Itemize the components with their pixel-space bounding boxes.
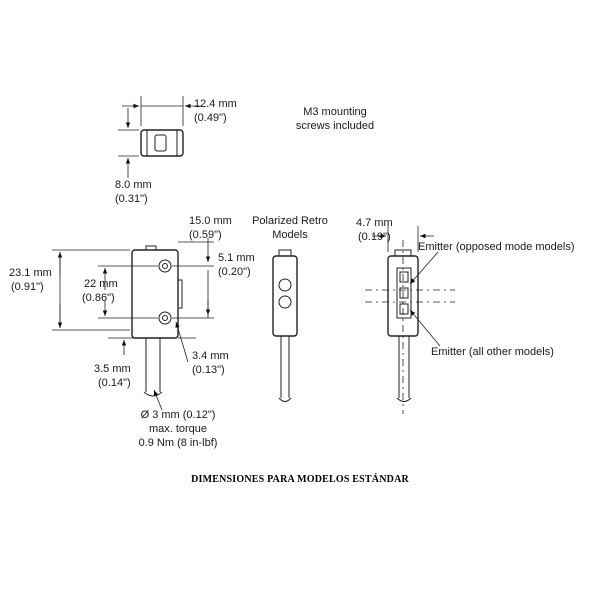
hole-spacing-mm-label: 22 mm bbox=[84, 278, 118, 290]
height-in-label: (0.91") bbox=[11, 281, 44, 293]
hole-offset-mm-label: 5.1 mm bbox=[218, 252, 255, 264]
front-view-sensor bbox=[365, 226, 455, 414]
retro-title-line1: Polarized Retro bbox=[252, 215, 328, 227]
emitter-other-label: Emitter (all other models) bbox=[431, 346, 554, 358]
cable-diameter-label: Ø 3 mm (0.12") bbox=[140, 409, 216, 421]
torque-line1-label: max. torque bbox=[148, 423, 208, 435]
top-width-in-label: (0.49") bbox=[194, 112, 227, 124]
polarized-retro-view bbox=[272, 249, 298, 402]
front-width-in-label: (0.19") bbox=[358, 231, 391, 243]
drawing-caption: DIMENSIONES PARA MODELOS ESTÁNDAR bbox=[191, 474, 409, 485]
hole-offset-in-label: (0.20") bbox=[218, 266, 251, 278]
mounting-note-line1: M3 mounting bbox=[303, 106, 367, 118]
retro-title-line2: Models bbox=[272, 229, 308, 241]
cable-offset-in-label: (0.14") bbox=[98, 377, 131, 389]
emitter-opposed-label: Emitter (opposed mode models) bbox=[418, 241, 575, 253]
top-width-mm-label: 12.4 mm bbox=[194, 98, 237, 110]
length-mm-label: 15.0 mm bbox=[189, 215, 232, 227]
bottom-offset-in-label: (0.13") bbox=[192, 364, 225, 376]
top-view-sensor bbox=[118, 96, 202, 178]
front-width-mm-label: 4.7 mm bbox=[356, 217, 393, 229]
bottom-offset-mm-label: 3.4 mm bbox=[192, 350, 229, 362]
top-depth-mm-label: 8.0 mm bbox=[115, 179, 152, 191]
hole-spacing-in-label: (0.86") bbox=[82, 292, 115, 304]
length-in-label: (0.59") bbox=[189, 229, 222, 241]
side-view-sensor bbox=[52, 238, 214, 411]
top-depth-in-label: (0.31") bbox=[115, 193, 148, 205]
height-mm-label: 23.1 mm bbox=[9, 267, 52, 279]
torque-line2-label: 0.9 Nm (8 in-lbf) bbox=[138, 437, 218, 449]
mounting-note-line2: screws included bbox=[295, 120, 375, 132]
cable-offset-mm-label: 3.5 mm bbox=[94, 363, 131, 375]
